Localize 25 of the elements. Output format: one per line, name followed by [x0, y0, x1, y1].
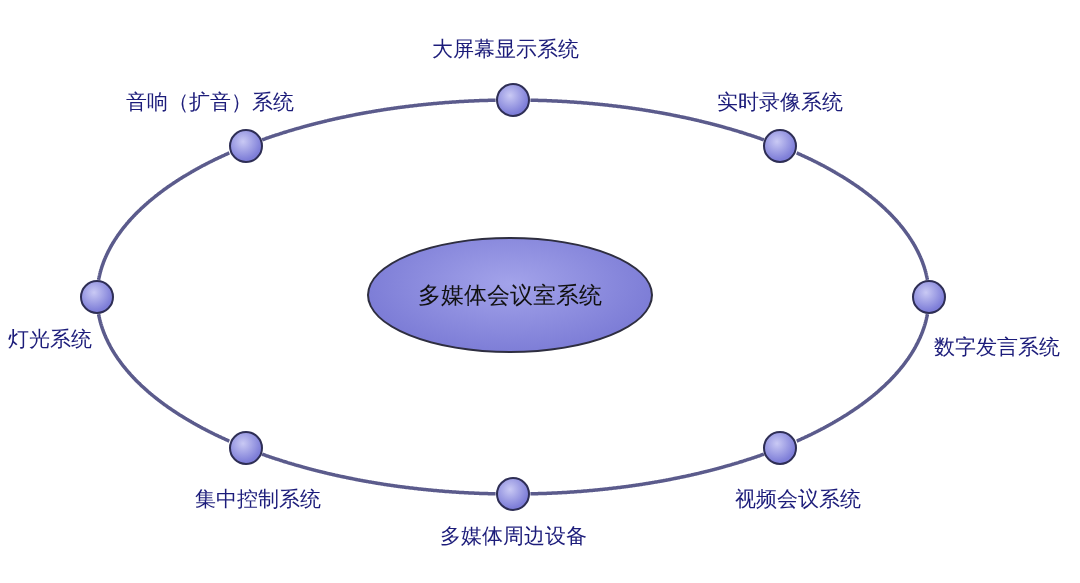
node-circle [228, 430, 263, 465]
node-circle [912, 280, 946, 314]
ring-line [529, 98, 766, 142]
ring-line [260, 452, 497, 496]
ring-line [96, 312, 231, 443]
system-label: 大屏幕显示系统 [431, 38, 579, 62]
system-label: 音响（扩音）系统 [126, 91, 294, 115]
node-circle [496, 83, 530, 117]
system-label: 灯光系统 [8, 328, 92, 352]
system-label: 视频会议系统 [735, 488, 861, 512]
system-label: 多媒体周边设备 [439, 525, 587, 549]
node-circle [763, 430, 798, 465]
node-circle [80, 280, 114, 314]
ring-line [529, 452, 766, 496]
system-label: 数字发言系统 [934, 336, 1060, 360]
node-circle [763, 129, 798, 164]
ring-line [96, 151, 231, 282]
center-ellipse: 多媒体会议室系统 [367, 237, 653, 353]
ring-line [260, 98, 497, 142]
ring-line [795, 151, 930, 282]
node-circle [496, 477, 530, 511]
system-label: 实时录像系统 [717, 91, 843, 115]
ring-line [795, 312, 930, 443]
system-label: 集中控制系统 [195, 488, 321, 512]
node-circle [228, 129, 263, 164]
